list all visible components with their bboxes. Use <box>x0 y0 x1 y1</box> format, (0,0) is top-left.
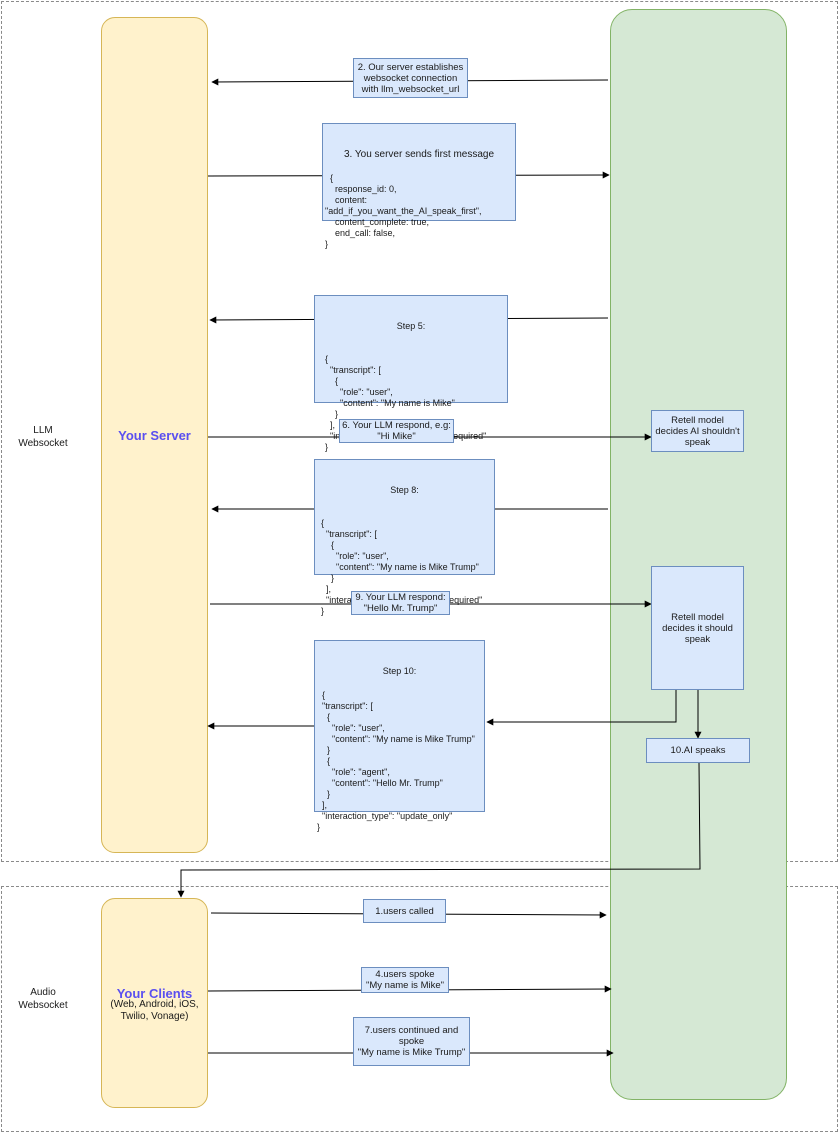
step-10-box: Step 10: { "transcript": [ { "role": "us… <box>314 640 485 832</box>
step-9-box: 9. Your LLM respond: "Hello Mr. Trump" <box>351 591 450 615</box>
retell-decides-not-speak-box: Retell model decides AI shouldn't speak <box>651 410 744 452</box>
your-server-title: Your Server <box>118 428 191 443</box>
your-clients-column <box>101 898 208 1108</box>
retell-server-column <box>610 9 787 1100</box>
step-3-box: 3. You server sends first message { resp… <box>322 123 516 249</box>
retell-decides-speak-box: Retell model decides it should speak <box>651 566 744 690</box>
step-7-box: 7.users continued and spoke "My name is … <box>353 1017 470 1066</box>
your-clients-platforms: (Web, Android, iOS, Twilio, Vonage) <box>110 999 199 1022</box>
step-10-payload: { "transcript": [ { "role": "user", "con… <box>317 690 475 832</box>
step-5-title: Step 5: <box>396 321 426 331</box>
your-server-column <box>101 17 208 853</box>
llm-websocket-label: LLM Websocket <box>18 425 68 449</box>
step-8-title: Step 8: <box>390 485 419 495</box>
step-4-box: 4.users spoke "My name is Mike" <box>361 967 449 993</box>
audio-websocket-label: Audio Websocket <box>18 987 68 1011</box>
ai-speaks-box: 10.AI speaks <box>646 738 750 763</box>
step-5-box: Step 5: { "transcript": [ { "role": "use… <box>314 295 508 452</box>
arrow-audio-to-clients <box>177 762 701 898</box>
llm-websocket-lane <box>1 1 838 862</box>
audio-websocket-lane <box>1 886 838 1132</box>
step-1-box: 1.users called <box>363 899 446 923</box>
step-6-box: 6. Your LLM respond, e.g: "Hi Mike" <box>339 419 454 443</box>
step-3-title: 3. You server sends first message <box>343 149 495 160</box>
step-3-payload: { response_id: 0, content: "add_if_you_w… <box>325 173 482 249</box>
step-10-title: Step 10: <box>382 666 417 676</box>
step-8-box: Step 8: { "transcript": [ { "role": "use… <box>314 459 495 616</box>
arrow-step-10-update <box>486 690 677 726</box>
step-2-box: 2. Our server establishes websocket conn… <box>353 58 468 98</box>
your-clients-title: Your Clients <box>116 986 193 1001</box>
